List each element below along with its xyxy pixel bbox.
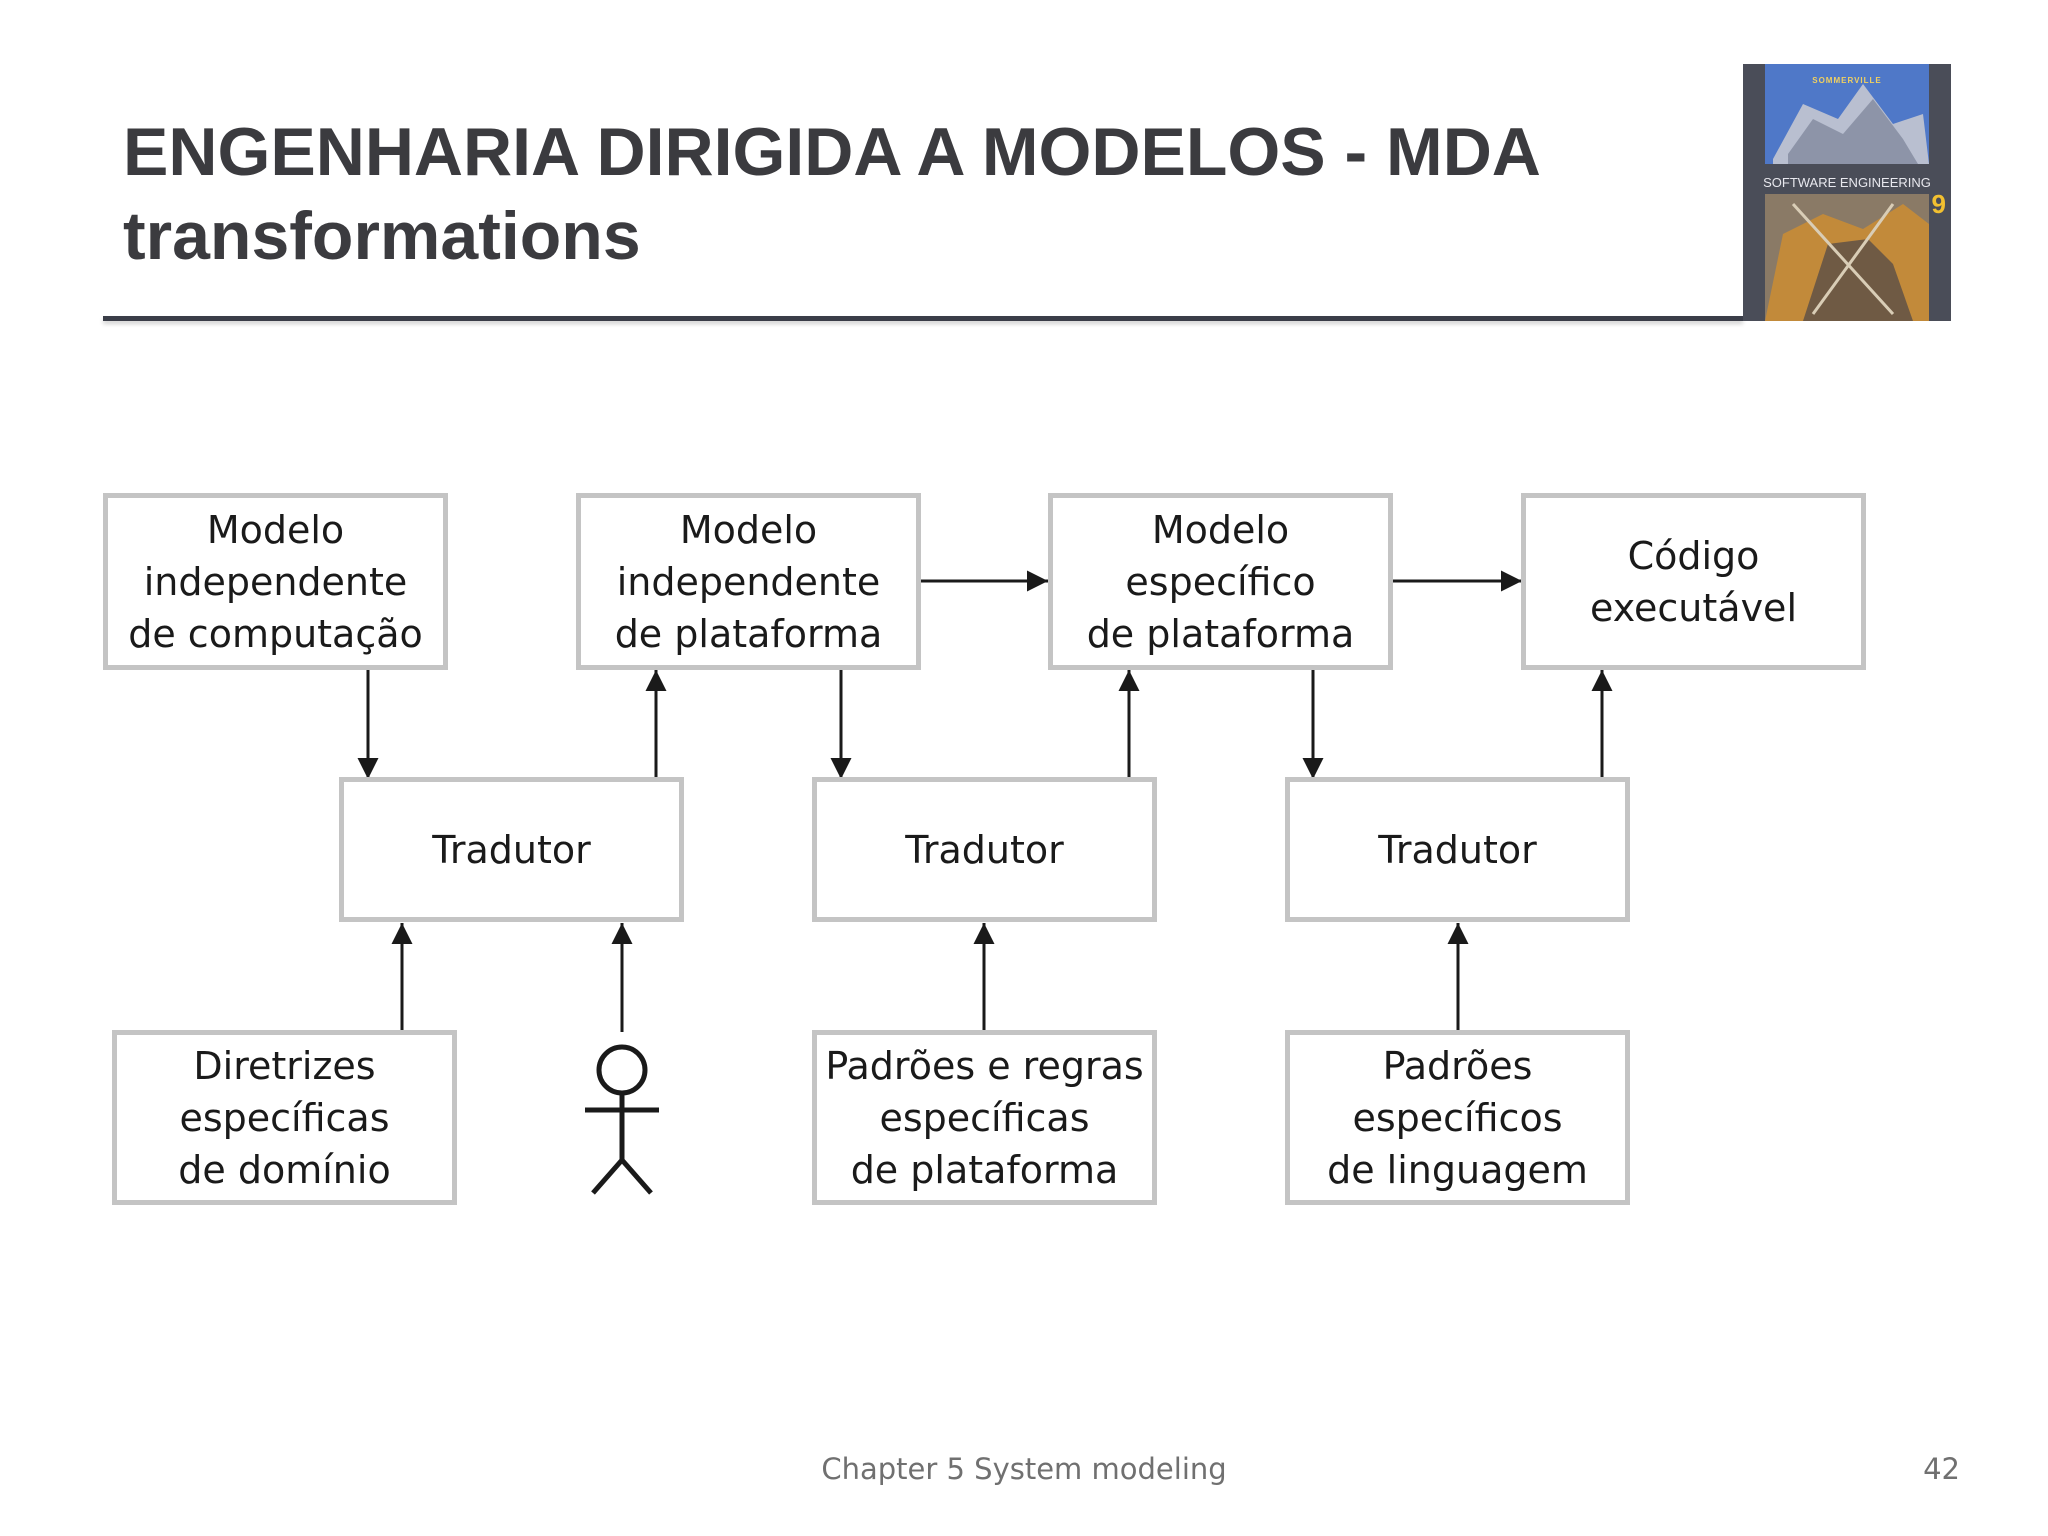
pim-label: Modelo independente de plataforma — [614, 507, 883, 656]
platform-patterns-box: Padrões e regras específicas de platafor… — [812, 1030, 1157, 1205]
slide-title-line-1: ENGENHARIA DIRIGIDA A MODELOS - MDA — [123, 114, 1541, 190]
psm-label: Modelo específico de plataforma — [1086, 507, 1355, 656]
cim-label: Modelo independente de computação — [128, 507, 423, 656]
executable-code-box: Código executável — [1521, 493, 1866, 670]
domain-guidelines-box: Diretrizes específicas de domínio — [112, 1030, 457, 1205]
translator-2-box: Tradutor — [812, 777, 1157, 922]
translator-1-label: Tradutor — [432, 827, 591, 872]
book-cover-author: SOMMERVILLE — [1812, 76, 1882, 85]
slide-footer: Chapter 5 System modeling — [821, 1452, 1227, 1486]
translator-3-label: Tradutor — [1378, 827, 1537, 872]
book-cover-image: SOMMERVILLE SOFTWARE ENGINEERING 9 — [1743, 64, 1951, 321]
psm-box: Modelo específico de plataforma — [1048, 493, 1393, 670]
translator-1-box: Tradutor — [339, 777, 684, 922]
page-number: 42 — [1923, 1452, 1960, 1486]
platform-patterns-label: Padrões e regras específicas de platafor… — [825, 1043, 1144, 1192]
executable-code-label: Código executável — [1590, 533, 1797, 630]
domain-guidelines-label: Diretrizes específicas de domínio — [178, 1043, 391, 1192]
language-patterns-label: Padrões específicos de linguagem — [1327, 1043, 1588, 1192]
book-cover-edition: 9 — [1931, 189, 1946, 219]
book-cover-title: SOFTWARE ENGINEERING — [1763, 175, 1931, 190]
translator-3-box: Tradutor — [1285, 777, 1630, 922]
cim-box: Modelo independente de computação — [103, 493, 448, 670]
title-divider — [103, 316, 1743, 321]
language-patterns-box: Padrões específicos de linguagem — [1285, 1030, 1630, 1205]
pim-box: Modelo independente de plataforma — [576, 493, 921, 670]
actor-icon — [585, 1044, 659, 1195]
book-cover-art — [1743, 64, 1951, 321]
translator-2-label: Tradutor — [905, 827, 1064, 872]
slide-title-line-2: transformations — [123, 198, 641, 274]
slide-title: ENGENHARIA DIRIGIDA A MODELOS - MDA tran… — [123, 110, 1723, 278]
